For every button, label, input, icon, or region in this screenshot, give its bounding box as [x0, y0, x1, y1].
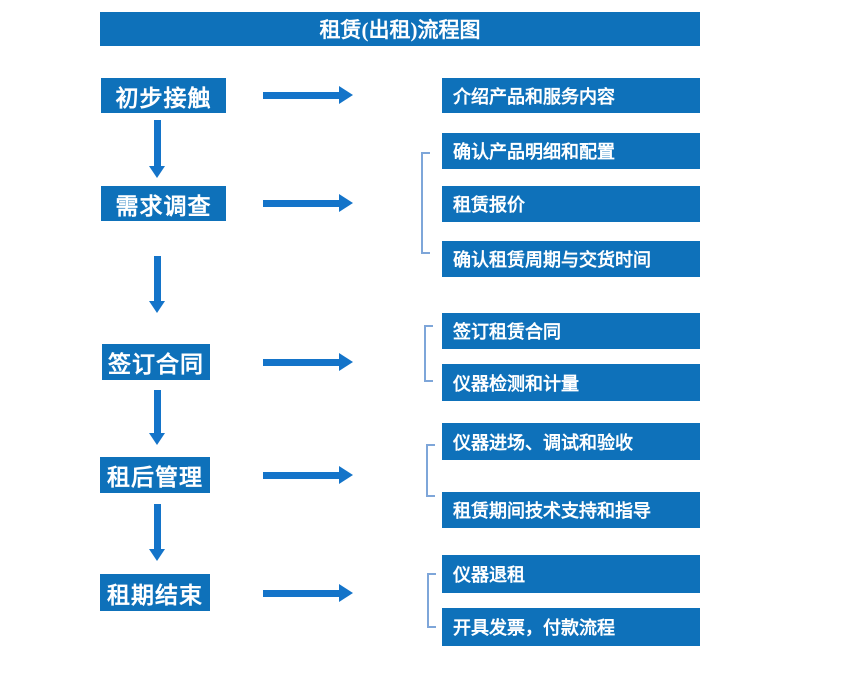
arrow-head	[149, 549, 165, 561]
arrow-shaft	[263, 91, 339, 99]
arrow-shaft	[263, 589, 339, 597]
arrow-head	[339, 194, 353, 212]
output-box-4-1: 仪器进场、调试和验收	[442, 423, 700, 460]
output-box-5-1: 仪器退租	[442, 555, 700, 593]
arrow-head	[149, 166, 165, 178]
arrow-shaft	[263, 358, 339, 366]
arrow-right-icon-5	[263, 584, 353, 602]
arrow-shaft	[153, 390, 161, 433]
step-box-demand-survey: 需求调查	[101, 186, 226, 221]
arrow-head	[339, 353, 353, 371]
arrow-right-icon-3	[263, 353, 353, 371]
arrow-down-icon-4	[149, 504, 165, 561]
arrow-right-icon-4	[263, 466, 353, 484]
bracket-group-2	[421, 152, 430, 254]
output-box-4-2: 租赁期间技术支持和指导	[442, 492, 700, 528]
arrow-shaft	[263, 471, 339, 479]
page-title: 租赁(出租)流程图	[100, 12, 700, 46]
step-box-initial-contact: 初步接触	[101, 78, 226, 113]
arrow-head	[339, 86, 353, 104]
output-box-2-3: 确认租赁周期与交货时间	[442, 241, 700, 277]
bracket-group-5	[427, 573, 436, 628]
arrow-right-icon-2	[263, 194, 353, 212]
output-box-1-1: 介绍产品和服务内容	[442, 78, 700, 113]
output-box-3-2: 仪器检测和计量	[442, 364, 700, 401]
arrow-head	[339, 584, 353, 602]
arrow-down-icon-2	[149, 256, 165, 313]
arrow-head	[339, 466, 353, 484]
arrow-shaft	[153, 120, 161, 166]
arrow-shaft	[153, 256, 161, 301]
arrow-head	[149, 301, 165, 313]
arrow-right-icon-1	[263, 86, 353, 104]
step-box-sign-contract: 签订合同	[102, 344, 210, 380]
arrow-down-icon-3	[149, 390, 165, 445]
step-box-rental-end: 租期结束	[100, 574, 210, 611]
step-box-post-rental-management: 租后管理	[100, 457, 210, 493]
output-box-3-1: 签订租赁合同	[442, 313, 700, 349]
output-box-2-1: 确认产品明细和配置	[442, 133, 700, 169]
arrow-head	[149, 433, 165, 445]
output-box-2-2: 租赁报价	[442, 186, 700, 222]
output-box-5-2: 开具发票，付款流程	[442, 608, 700, 646]
bracket-group-4	[426, 444, 435, 497]
arrow-shaft	[153, 504, 161, 549]
arrow-shaft	[263, 199, 339, 207]
bracket-group-3	[424, 325, 433, 382]
arrow-down-icon-1	[149, 120, 165, 178]
